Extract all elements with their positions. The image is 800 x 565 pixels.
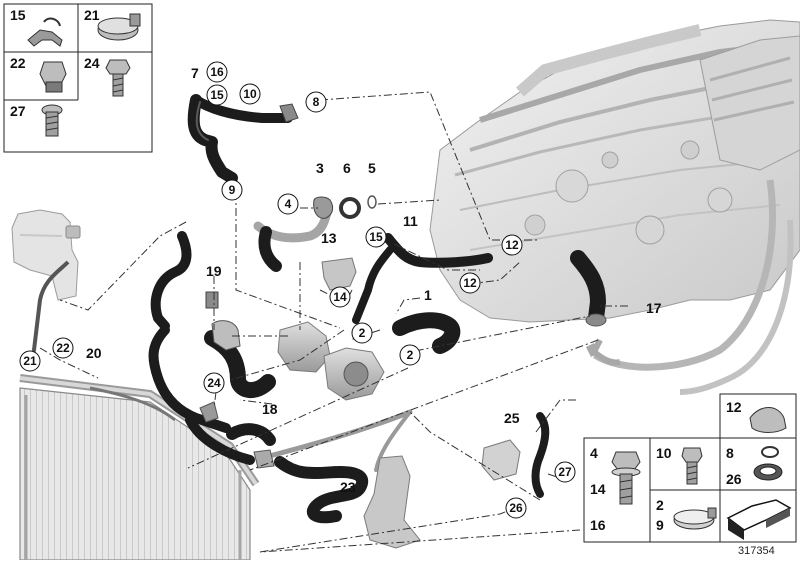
- legend-label-16: 16: [590, 517, 606, 533]
- circle-9: [221, 179, 243, 201]
- label-4: 4: [285, 197, 292, 211]
- legend-label-21: 21: [84, 7, 100, 23]
- label-13: 13: [321, 230, 337, 246]
- legend-label-2: 2: [656, 497, 664, 513]
- label-15b: 15: [369, 230, 383, 244]
- legend-label-24: 24: [84, 55, 100, 71]
- label-12b: 12: [463, 276, 477, 290]
- legend-label-4: 4: [590, 445, 598, 461]
- circle-26: [505, 497, 527, 519]
- circle-15a: [206, 84, 228, 106]
- label-1: 1: [424, 287, 432, 303]
- clip-icon: [27, 29, 63, 47]
- circle-10: [239, 83, 261, 105]
- circle-24: [203, 372, 225, 394]
- label-3: 3: [316, 160, 324, 176]
- bolt-10-icon: [681, 447, 703, 463]
- label-18: 18: [262, 401, 278, 417]
- label-5: 5: [368, 160, 376, 176]
- legend-label-12: 12: [726, 399, 742, 415]
- label-10: 10: [243, 87, 257, 101]
- legend-label-9: 9: [656, 517, 664, 533]
- clamp-12-icon: [749, 407, 787, 433]
- label-9: 9: [229, 183, 236, 197]
- expansion-tank: [11, 209, 81, 363]
- label-22: 22: [56, 341, 70, 355]
- legend-top-left: 15 21 22 24 27: [3, 3, 153, 153]
- hoses: [148, 94, 607, 524]
- label-8: 8: [313, 95, 320, 109]
- label-7: 7: [191, 65, 199, 81]
- label-6: 6: [343, 160, 351, 176]
- label-2b: 2: [407, 348, 414, 362]
- label-16: 16: [210, 65, 224, 79]
- legend-label-26: 26: [726, 471, 742, 487]
- circle-16: [206, 61, 228, 83]
- circle-4: [277, 193, 299, 215]
- legend-label-22: 22: [10, 55, 26, 71]
- label-20: 20: [86, 345, 102, 361]
- label-14: 14: [333, 290, 347, 304]
- label-2a: 2: [359, 326, 366, 340]
- label-27: 27: [558, 465, 572, 479]
- label-23: 23: [340, 479, 356, 495]
- circle-12b: [459, 272, 481, 294]
- label-17: 17: [646, 300, 662, 316]
- label-15a: 15: [210, 88, 224, 102]
- legend-label-15: 15: [10, 7, 26, 23]
- label-25: 25: [504, 410, 520, 426]
- circle-8: [305, 91, 327, 113]
- circle-2a: [351, 322, 373, 344]
- label-11: 11: [403, 213, 418, 229]
- reference-number: 317354: [738, 545, 775, 557]
- bolt-icon: [105, 59, 131, 75]
- circle-12a: [501, 234, 523, 256]
- legend-label-27: 27: [10, 103, 26, 119]
- seal-ring-8-icon: [761, 446, 779, 458]
- label-24: 24: [207, 376, 221, 390]
- label-21: 21: [23, 354, 37, 368]
- legend-label-10: 10: [656, 445, 672, 461]
- flange-bolt-icon: [611, 451, 641, 471]
- radiator: [19, 374, 260, 561]
- legend-label-14: 14: [590, 481, 606, 497]
- label-26: 26: [509, 501, 523, 515]
- leader-lines: [39, 91, 628, 553]
- engine-block: [429, 19, 800, 395]
- circle-27: [554, 461, 576, 483]
- components: [199, 103, 621, 549]
- label-12a: 12: [505, 238, 519, 252]
- legend-label-8: 8: [726, 445, 734, 461]
- circle-21: [19, 350, 41, 372]
- legend-bottom-right: 12 4 14 16 10 2 9 8 26: [583, 393, 797, 543]
- circle-15b: [365, 226, 387, 248]
- label-19: 19: [206, 263, 222, 279]
- circle-2b: [399, 344, 421, 366]
- circle-14: [329, 286, 351, 308]
- circle-22: [52, 337, 74, 359]
- callouts: 7 16 15 10 8 9 3 6 5 4 11 15 12 12 13 14…: [19, 61, 662, 519]
